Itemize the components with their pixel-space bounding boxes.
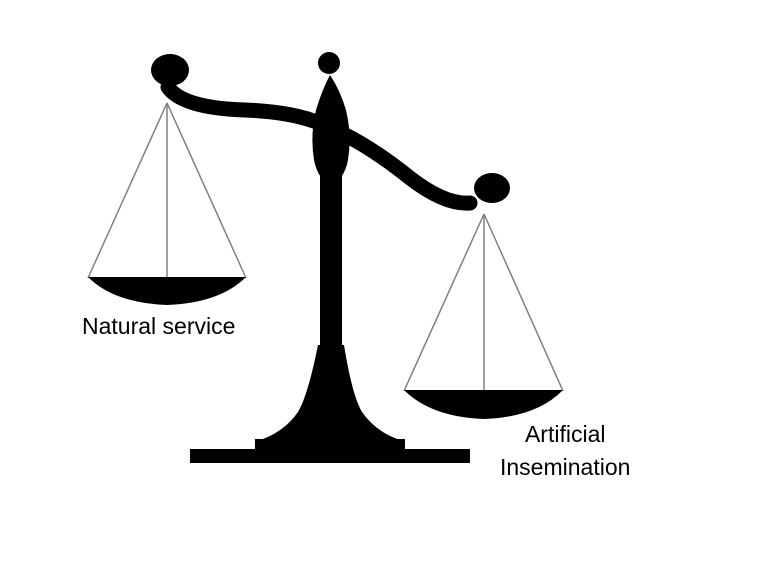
scale-column	[320, 175, 342, 350]
left-pan	[88, 277, 246, 305]
scale-finial-knob	[318, 52, 340, 74]
scale-base	[190, 449, 470, 463]
right-pan-label-line2: Insemination	[500, 454, 631, 480]
scale-base-step	[255, 439, 405, 451]
scale-beam-left-end	[151, 54, 189, 86]
left-pan-label: Natural service	[82, 313, 236, 339]
left-pan-string	[87, 102, 168, 279]
scale-pedestal	[260, 345, 400, 440]
right-pan	[404, 390, 563, 419]
right-pan-string	[483, 213, 564, 392]
scale-beam-right-end	[474, 173, 510, 203]
scale-beam	[160, 79, 478, 211]
right-pan-label: Artificial Insemination	[500, 418, 630, 484]
right-pan-label-line1: Artificial	[524, 421, 606, 447]
right-pan-string	[403, 213, 485, 392]
left-pan-string	[166, 102, 247, 279]
